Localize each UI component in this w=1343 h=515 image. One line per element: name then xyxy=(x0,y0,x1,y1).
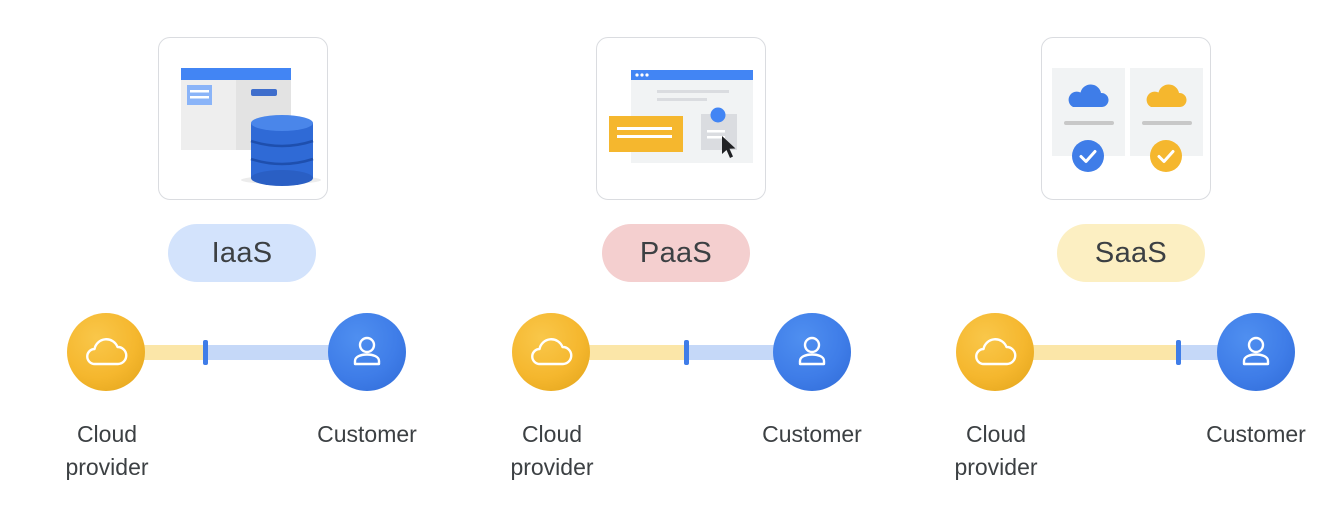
software-apps-icon xyxy=(1052,68,1203,172)
cloud-provider-label: Cloud provider xyxy=(510,421,594,480)
responsibility-divider xyxy=(684,340,689,365)
cloud-provider-node xyxy=(512,313,590,391)
saas-illustration-card xyxy=(1041,37,1211,200)
customer-share-bar xyxy=(205,345,363,360)
customer-node xyxy=(328,313,406,391)
person-icon xyxy=(798,336,826,366)
cloud-provider-node xyxy=(67,313,145,391)
customer-node xyxy=(773,313,851,391)
responsibility-divider xyxy=(1176,340,1181,365)
iaas-illustration-card xyxy=(158,37,328,200)
saas-column: SaaS Cloud provider Customer xyxy=(892,0,1332,515)
paas-column: PaaS Cloud provider Customer xyxy=(448,0,888,515)
customer-label: Customer xyxy=(317,421,417,447)
cloud-provider-node xyxy=(956,313,1034,391)
paas-label: PaaS xyxy=(639,236,713,269)
cloud-icon xyxy=(975,338,1017,366)
iaas-column: IaaS Cloud provider Customer xyxy=(3,0,443,515)
responsibility-divider xyxy=(203,340,208,365)
iaas-pill: IaaS xyxy=(168,224,316,282)
app-platform-icon xyxy=(609,70,753,163)
saas-label: SaaS xyxy=(1094,236,1168,269)
customer-label: Customer xyxy=(1206,421,1306,447)
saas-pill: SaaS xyxy=(1057,224,1205,282)
cloud-icon xyxy=(531,338,573,366)
person-icon xyxy=(353,336,381,366)
cloud-provider-label: Cloud provider xyxy=(954,421,1038,480)
paas-pill: PaaS xyxy=(602,224,750,282)
person-icon xyxy=(1242,336,1270,366)
paas-illustration-card xyxy=(596,37,766,200)
cloud-provider-label: Cloud provider xyxy=(65,421,149,480)
iaas-label: IaaS xyxy=(211,236,273,269)
customer-label: Customer xyxy=(762,421,862,447)
server-database-icon xyxy=(181,68,321,186)
provider-share-bar xyxy=(992,345,1178,360)
customer-node xyxy=(1217,313,1295,391)
cloud-icon xyxy=(86,338,128,366)
